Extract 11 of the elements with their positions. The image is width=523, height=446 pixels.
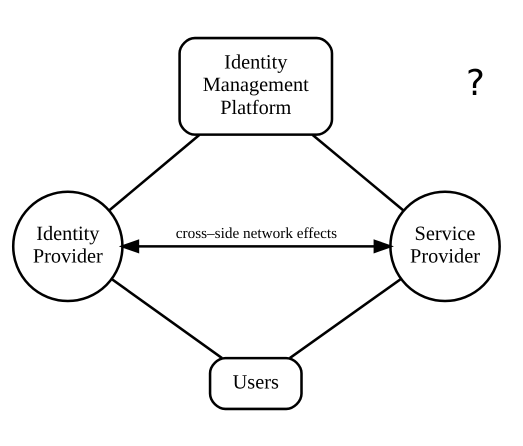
edge-label: cross–side network effects [176,224,338,242]
node-circle: Service Provider [389,190,501,302]
node-box: Users [208,356,303,410]
arrow [118,238,394,253]
connector [289,278,402,359]
label: ? [466,62,485,104]
connector [108,133,200,211]
node-box: Identity Management Platform [178,36,334,136]
node-circle: Identity Provider [12,190,124,302]
connector [111,278,223,359]
connector [312,133,404,211]
